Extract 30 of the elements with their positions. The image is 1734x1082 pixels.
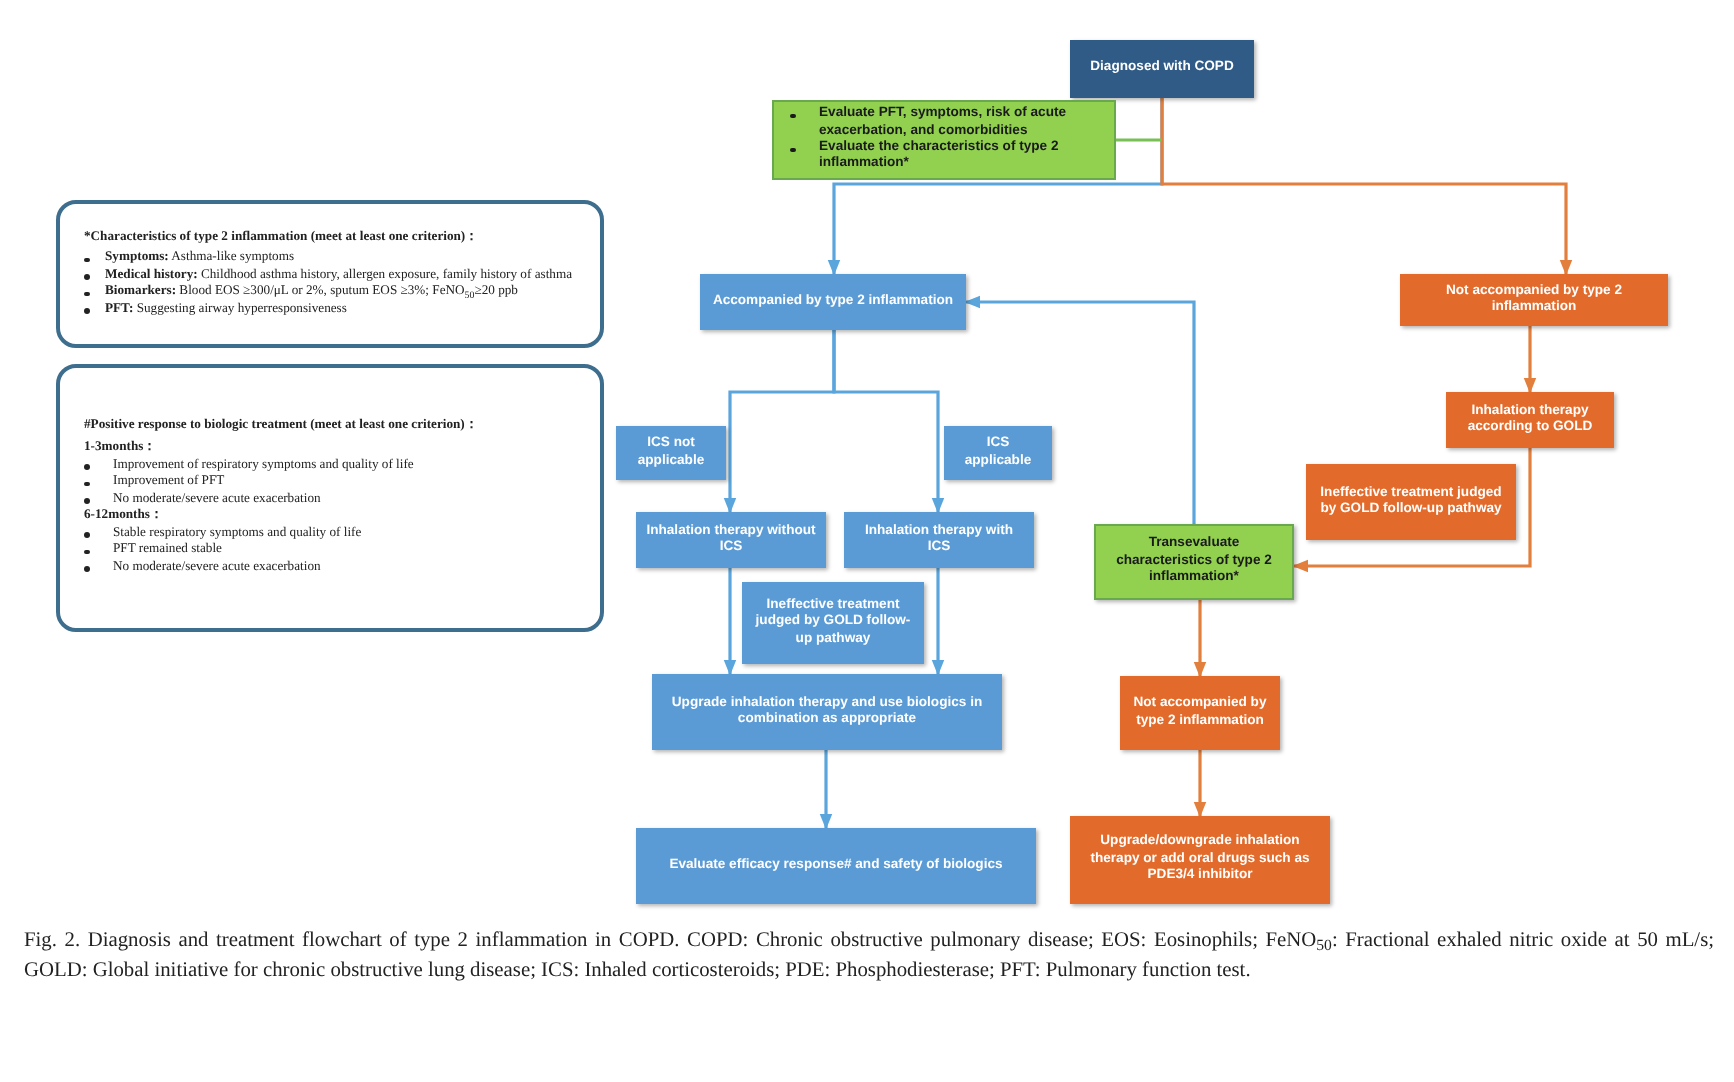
arrow — [1193, 600, 1207, 678]
process-box — [616, 426, 726, 480]
process-box — [1070, 816, 1330, 904]
note-box — [56, 364, 604, 632]
process-box — [1446, 392, 1614, 448]
process-box — [636, 828, 1036, 904]
arrow — [1193, 750, 1207, 818]
arrow — [832, 330, 945, 514]
arrow — [1160, 98, 1573, 276]
arrow — [1292, 448, 1532, 573]
evaluation-box — [772, 100, 1116, 180]
process-box — [844, 512, 1034, 568]
process-box — [742, 582, 924, 664]
arrow — [931, 568, 945, 676]
process-box — [700, 274, 966, 330]
arrow — [1523, 326, 1537, 394]
process-box — [1094, 524, 1294, 600]
process-box — [652, 674, 1002, 750]
connector-line — [1116, 138, 1162, 142]
note-box — [56, 200, 604, 348]
figure-caption: Fig. 2. Diagnosis and treatment flowchart of type 2 inflammation in COPD. COPD: Chronic obstructive pulmonary disease; EOS: Eosinophils; FeNO$_{50}$: Fractional exhaled nitric oxide at 50 mL/s; GOLD: Global initiative for chronic obstructive lung disease; ICS: Inhaled corticosteroids; PDE: Phosphodiesterase; PFT: Pulmonary function test. — [24, 928, 1714, 987]
process-box — [1400, 274, 1668, 326]
arrow — [964, 295, 1196, 524]
process-box — [944, 426, 1052, 480]
arrow — [723, 568, 737, 676]
process-box — [636, 512, 826, 568]
process-box — [1070, 40, 1254, 98]
process-box — [1306, 464, 1516, 540]
process-box — [1120, 676, 1280, 750]
arrow — [819, 750, 833, 830]
